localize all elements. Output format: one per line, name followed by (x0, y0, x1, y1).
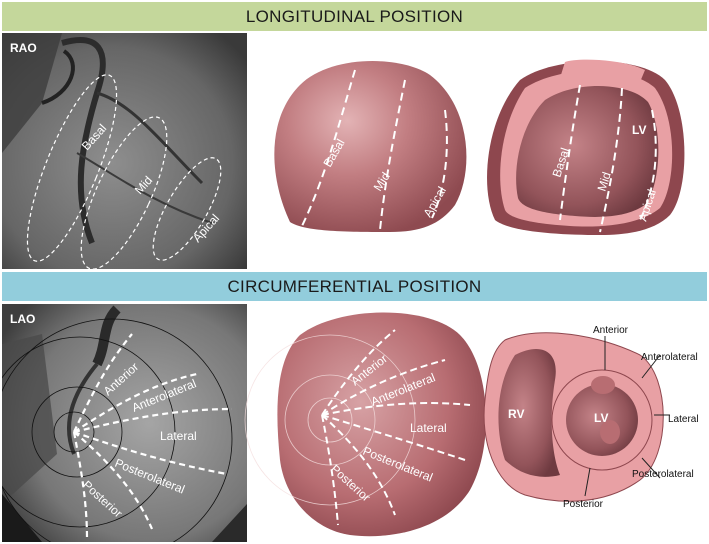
apical-segment-outline (152, 157, 222, 261)
lao-outer-circle (2, 336, 176, 528)
cross-section-label-posterolateral: Posterolateral (632, 469, 694, 480)
longitudinal-heart-model: Basal Mid Apical (274, 61, 467, 232)
rao-view-label: RAO (10, 41, 37, 55)
cut-heart-label-mid: Mid (595, 170, 614, 193)
mid-segment-outline (80, 116, 168, 269)
cross-section-label-lateral: Lateral (668, 414, 699, 425)
lao-label-lateral: Lateral (160, 429, 197, 443)
lao-view-label: LAO (10, 312, 36, 326)
cross-section-label-anterolateral: Anterolateral (641, 352, 698, 363)
lao-angiogram-image: Anterior Anterolateral Lateral Posterola… (2, 304, 247, 542)
longitudinal-position-header: LONGITUDINAL POSITION (2, 2, 707, 31)
cross-section-label-anterior: Anterior (593, 325, 629, 336)
lao-angiogram-panel: Anterior Anterolateral Lateral Posterola… (2, 304, 247, 542)
cross-section-label-posterior: Posterior (563, 499, 604, 510)
heart-label-lateral: Lateral (410, 421, 447, 435)
circumferential-position-header: CIRCUMFERENTIAL POSITION (2, 272, 707, 301)
cross-section-label-rv: RV (508, 407, 524, 421)
circumferential-heart-model: Anterior Anterolateral Lateral Posterola… (244, 312, 487, 537)
short-axis-cross-section: RV LV Anterior Anterolateral Lateral Pos… (483, 325, 699, 510)
longitudinal-cut-heart-model: LV Basal Mid Apical (487, 59, 685, 235)
cross-section-label-lv: LV (594, 411, 608, 425)
lv-cavity (566, 384, 638, 456)
rv-cavity (498, 348, 560, 477)
rao-angiogram-image: Basal Mid Apical (2, 33, 247, 269)
rao-angiogram-panel: Basal Mid Apical RAO (2, 33, 247, 269)
basal-segment-outline (26, 74, 118, 262)
lao-segment-dividers (72, 333, 233, 540)
cut-heart-label-lv: LV (632, 123, 646, 137)
